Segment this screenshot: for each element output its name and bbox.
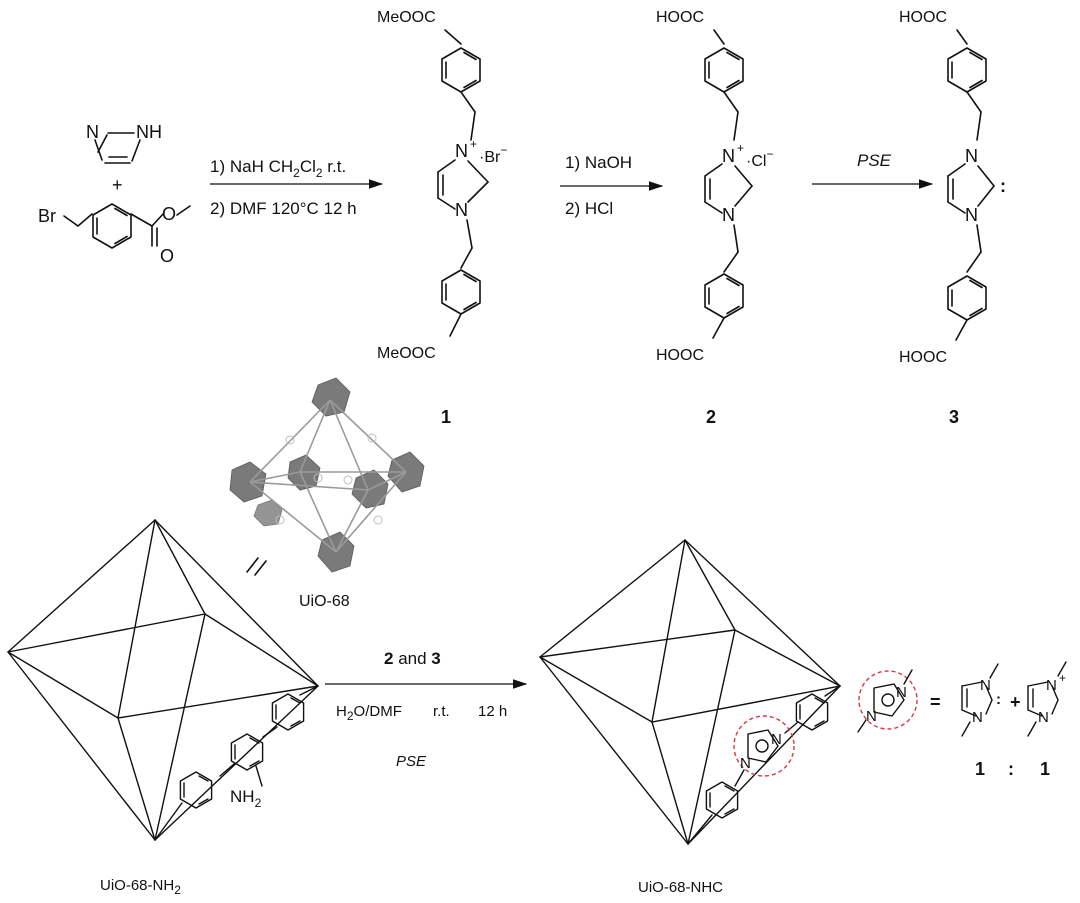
bottom-pse: PSE (396, 753, 427, 770)
uio68-crystal-image: UiO-68 (229, 377, 425, 610)
compound2-number: 2 (706, 407, 716, 427)
uio68-nhc-label: UiO-68-NHC (638, 879, 723, 896)
step2-line2: 2) HCl (565, 199, 613, 218)
plus-sign: + (112, 175, 123, 195)
compound1-counterion: ·Br− (479, 143, 507, 166)
ratio-b: 1 (1040, 759, 1050, 779)
compound-1-structure: MeOOC N + ·Br− N MeOOC 1 (377, 9, 507, 427)
compound2-charge: + (737, 141, 744, 155)
nhc-n1-label: N (771, 731, 782, 748)
nhc-n2-label: N (740, 755, 751, 772)
bottom-reaction-arrow: 2 and 3 H2O/DMF r.t. 12 h PSE (325, 649, 528, 770)
compound3-bottom-acid: HOOC (899, 349, 947, 366)
compound3-n-bottom: N (965, 205, 978, 225)
imidazole-n-label: N (86, 122, 99, 142)
br-label: Br (38, 206, 56, 226)
compound3-top-acid: HOOC (899, 9, 947, 26)
compound3-n-top: N (965, 146, 978, 166)
step2-line1: 1) NaOH (565, 153, 632, 172)
inset-plus: + (1010, 692, 1021, 712)
compound1-charge: + (470, 137, 477, 151)
compound2-n-top: N (722, 146, 735, 166)
terphenyl-nh2-linker: NH2 (154, 685, 319, 841)
imidazole-nh-label: NH (136, 122, 162, 142)
ratio-colon: : (1008, 759, 1014, 779)
step1-line1: 1) NaH CH2Cl2 r.t. (210, 157, 346, 180)
compound1-n-bottom: N (455, 200, 468, 220)
nhc-linker: N N (687, 685, 841, 845)
uio68-nh2-octahedron (7, 519, 319, 841)
inset-n-bottom: N (866, 708, 877, 725)
bottom-temperature: r.t. (433, 703, 450, 720)
ester-o-label: O (162, 204, 176, 224)
step2-arrow: 1) NaOH 2) HCl (560, 153, 664, 218)
carbene-n-bottom: N (972, 709, 983, 726)
bottom-solvent: H2O/DMF (336, 703, 402, 723)
compound-2-structure: HOOC N + ·Cl− N HOOC 2 (656, 9, 773, 427)
methyl-bromomethylbenzoate-structure: Br O O (38, 203, 191, 266)
carbonyl-o-label: O (160, 246, 174, 266)
equals-sign (246, 557, 267, 576)
compound1-top-ester: MeOOC (377, 9, 436, 26)
imidazolium-n-bottom: N (1038, 709, 1049, 726)
compound1-bottom-ester: MeOOC (377, 345, 436, 362)
step3-arrow: PSE (812, 151, 934, 189)
step1-arrow: 1) NaH CH2Cl2 r.t. 2) DMF 120°C 12 h (210, 157, 384, 218)
nhc-highlight-circle (733, 715, 795, 777)
carbene-dots: : (996, 691, 1001, 708)
nhc-equilibrium-inset: N N = N N : + N + N 1 : 1 (857, 661, 1067, 779)
uio68-nhc-octahedron (539, 539, 841, 845)
uio68-label: UiO-68 (299, 593, 350, 610)
imidazolium-charge: + (1059, 671, 1066, 685)
compound3-number: 3 (949, 407, 959, 427)
step1-line2: 2) DMF 120°C 12 h (210, 199, 357, 218)
compound2-n-bottom: N (722, 205, 735, 225)
step3-label: PSE (857, 151, 892, 170)
compound2-top-acid: HOOC (656, 9, 704, 26)
bottom-reagents: 2 and 3 (384, 649, 441, 668)
carbene-n-top: N (980, 677, 991, 694)
bottom-time: 12 h (478, 703, 507, 720)
imidazolium-n-top: N (1046, 677, 1057, 694)
inset-equals: = (930, 692, 941, 712)
uio68-nh2-label: UiO-68-NH2 (100, 877, 181, 897)
inset-n-top: N (896, 684, 907, 701)
compound3-carbene: : (1000, 176, 1006, 196)
compound2-counterion: ·Cl− (746, 147, 773, 170)
linker-nh2-label: NH2 (230, 787, 262, 810)
imidazole-structure: N NH (86, 122, 162, 164)
compound-3-structure: HOOC N : N HOOC 3 (899, 9, 1006, 427)
compound2-bottom-acid: HOOC (656, 347, 704, 364)
compound1-n-top: N (455, 141, 468, 161)
compound1-number: 1 (441, 407, 451, 427)
ratio-a: 1 (975, 759, 985, 779)
